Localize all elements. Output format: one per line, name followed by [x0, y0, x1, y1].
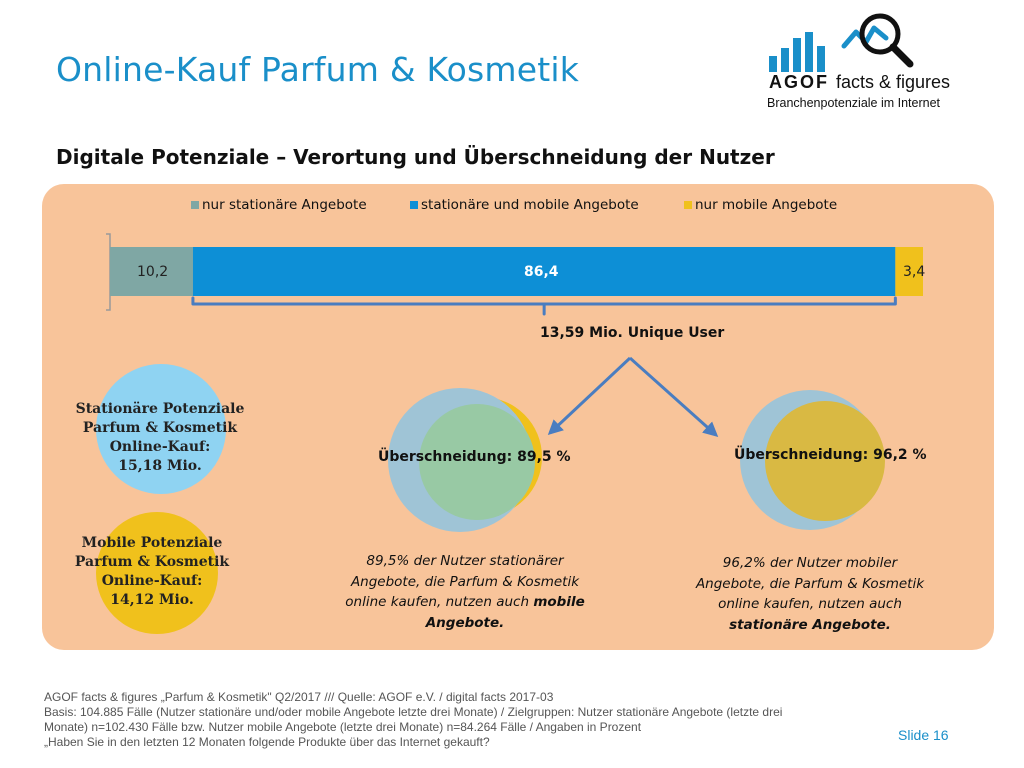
agof-logo: [760, 10, 960, 120]
logo-brand: AGOF: [769, 72, 829, 92]
desc-line: Angebote.: [320, 613, 610, 634]
stationary-potential-circle: [96, 364, 226, 494]
text-line: 15,18 Mio.: [118, 458, 202, 474]
legend-swatch: [191, 201, 199, 209]
page-title: Online-Kauf Parfum & Kosmetik: [56, 50, 580, 89]
desc-line: 89,5% der Nutzer stationärer: [366, 553, 564, 569]
text-line: Parfum & Kosmetik: [82, 420, 238, 436]
desc-line: stationäre Angebote.: [665, 615, 955, 636]
desc-bold: stationäre Angebote.: [729, 616, 891, 633]
footer-line: „Haben Sie in den letzten 12 Monaten fol…: [44, 735, 490, 749]
legend-label: nur stationäre Angebote: [202, 197, 367, 213]
arrow-right: [628, 356, 719, 438]
logo-tagline: facts & figures: [836, 72, 951, 92]
data-label-mobile-only: 3,4: [903, 264, 926, 280]
desc-line: online kaufen, nutzen auch: [718, 596, 902, 612]
desc-line: 96,2% der Nutzer mobiler: [722, 555, 898, 571]
legend-swatch: [684, 201, 692, 209]
legend-item-stationary-only: nur stationäre Angebote: [191, 197, 367, 213]
footer-line: Monate) n=102.430 Fälle bzw. Nutzer mobi…: [44, 720, 642, 734]
overlap-label-left: Überschneidung: 89,5 %: [378, 449, 571, 465]
legend-item-mobile-only: nur mobile Angebote: [684, 197, 837, 213]
footer-line: AGOF facts & figures „Parfum & Kosmetik"…: [44, 690, 554, 704]
bar-chart-magnifier-icon: [769, 13, 914, 72]
desc-line: Angebote, die Parfum & Kosmetik: [695, 575, 925, 592]
desc-text: online kaufen, nutzen auch: [345, 594, 534, 610]
desc-bold: Angebote.: [425, 614, 505, 631]
overlap-label-right: Überschneidung: 96,2 %: [734, 447, 927, 463]
logo-subline: Branchenpotenziale im Internet: [767, 96, 941, 110]
desc-line: Angebote, die Parfum & Kosmetik: [350, 573, 580, 590]
overlap-desc-left: 89,5% der Nutzer stationärer Angebote, d…: [320, 551, 610, 633]
unique-user-annotation: 13,59 Mio. Unique User: [540, 325, 725, 341]
footer-line: Basis: 104.885 Fälle (Nutzer stationäre …: [44, 705, 783, 719]
text-line: Online-Kauf:: [109, 439, 211, 455]
text-line: Stationäre Potenziale: [75, 401, 245, 417]
stacked-bar-chart: [106, 233, 923, 316]
unique-user-brace: [191, 296, 897, 316]
bar-segment-stationary-only: [110, 247, 193, 296]
text-line: Parfum & Kosmetik: [74, 554, 230, 570]
mobile-potential-circle: [96, 512, 218, 634]
venn-left-overlap: [419, 404, 535, 520]
legend-label: nur mobile Angebote: [695, 197, 838, 213]
legend-swatch: [410, 201, 418, 209]
data-label-stationary-only: 10,2: [137, 264, 169, 280]
bar-segment-both: [192, 247, 896, 296]
slide-number: Slide 16: [898, 727, 949, 743]
source-footer: AGOF facts & figures „Parfum & Kosmetik"…: [44, 690, 964, 750]
text-line: Mobile Potenziale: [81, 535, 223, 551]
desc-line: online kaufen, nutzen auch mobile: [320, 592, 610, 613]
venn-right-overlap: [765, 401, 885, 521]
desc-bold: mobile: [533, 594, 585, 610]
legend-label: stationäre und mobile Angebote: [421, 197, 639, 213]
mobile-potential-text: Mobile Potenziale Parfum & Kosmetik Onli…: [52, 534, 252, 610]
arrow-left: [547, 356, 632, 436]
bar-segment-mobile-only: [895, 247, 923, 296]
chart-subtitle: Digitale Potenziale – Verortung und Über…: [56, 145, 775, 169]
text-line: 14,12 Mio.: [110, 592, 194, 608]
legend-item-both: stationäre und mobile Angebote: [410, 197, 639, 213]
stationary-potential-text: Stationäre Potenziale Parfum & Kosmetik …: [60, 400, 260, 476]
text-line: Online-Kauf:: [101, 573, 203, 589]
data-label-both: 86,4: [524, 264, 559, 280]
overlap-desc-right: 96,2% der Nutzer mobiler Angebote, die P…: [665, 553, 955, 635]
